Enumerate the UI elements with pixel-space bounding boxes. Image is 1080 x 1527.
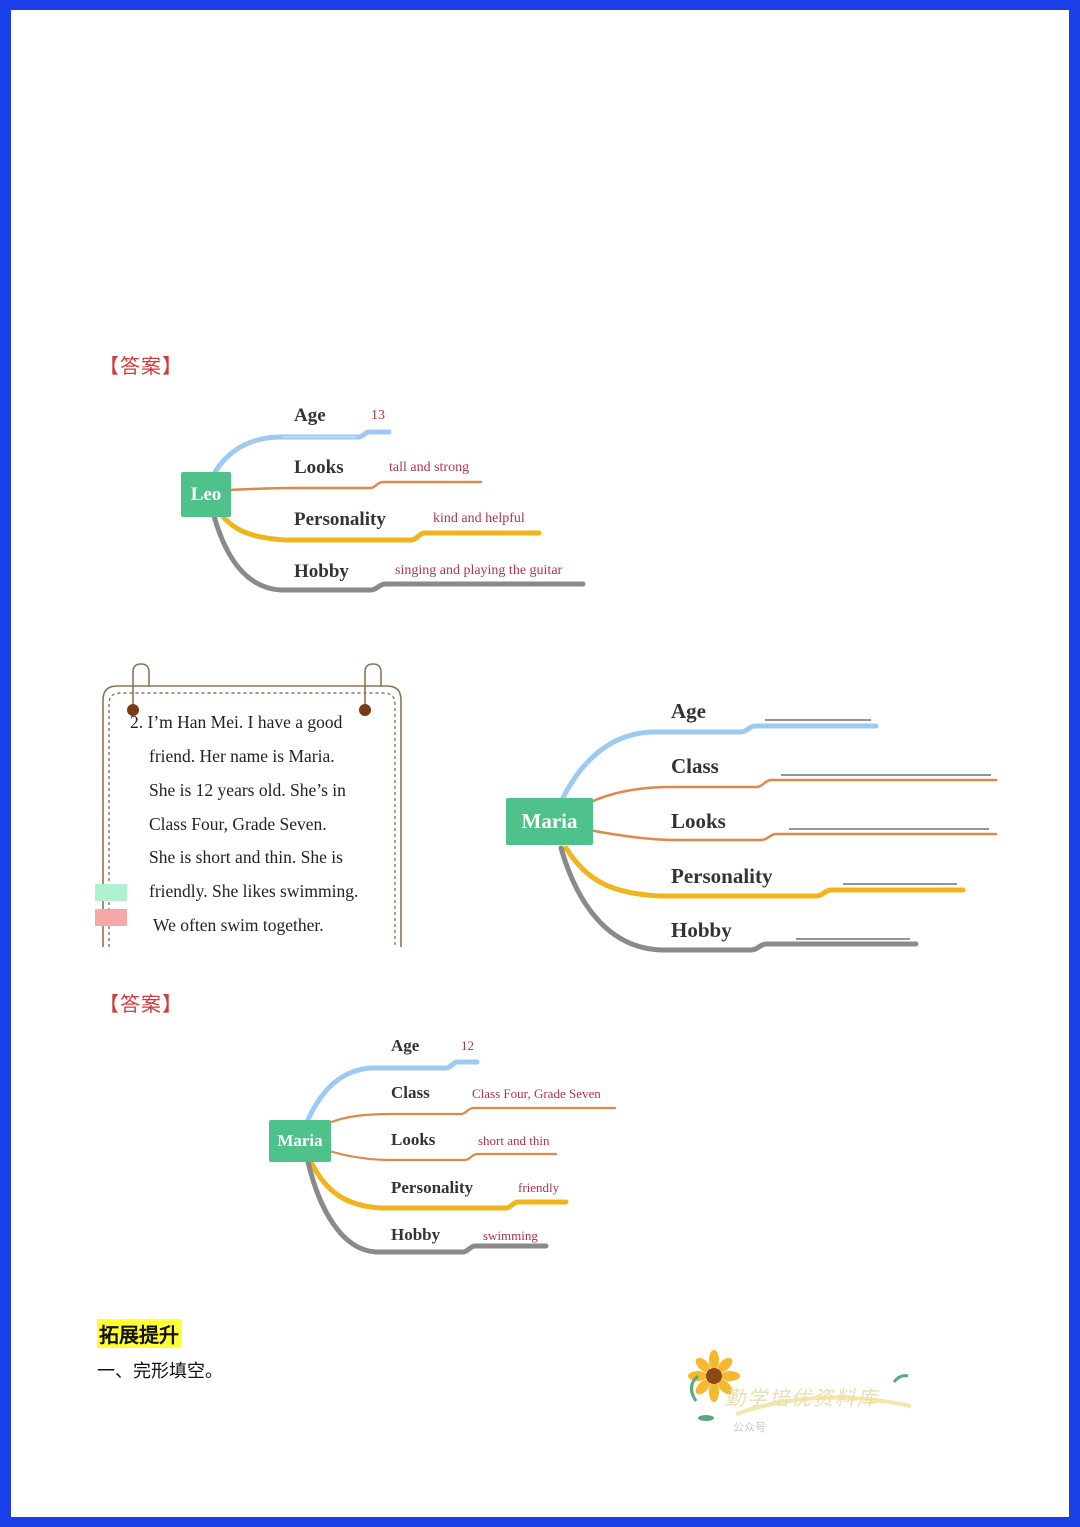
watermark-text: 勤学培优资料库 bbox=[725, 1386, 879, 1410]
leo-answer-hobby: singing and playing the guitar bbox=[395, 563, 563, 578]
leo-answer-age: 13 bbox=[371, 408, 385, 423]
answer-heading-2: 【答案】 bbox=[99, 992, 183, 1016]
maria-answer-hobby: swimming bbox=[483, 1228, 538, 1243]
leo-branch-label-hobby: Hobby bbox=[294, 561, 349, 582]
leo-answer-looks: tall and strong bbox=[389, 460, 470, 475]
leo-branch-label-personality: Personality bbox=[294, 509, 386, 530]
mindmap-leo-branches bbox=[211, 429, 586, 593]
maria-blank-label-class: Class bbox=[671, 754, 719, 778]
maria-answer-label-class: Class bbox=[391, 1083, 430, 1102]
maria-answer-age: 12 bbox=[461, 1038, 474, 1053]
branch-leo-looks bbox=[226, 480, 483, 492]
branch-leo-age bbox=[212, 429, 392, 475]
section-title: 拓展提升 bbox=[97, 1319, 181, 1348]
mindmap-maria-answer-branches bbox=[304, 1059, 617, 1255]
maria-answer-class: Class Four, Grade Seven bbox=[472, 1086, 601, 1101]
page: 【答案】 Leo Age 13 Looks tall and strong Pe… bbox=[11, 10, 1069, 1517]
maria-blank-label-hobby: Hobby bbox=[671, 918, 732, 942]
branch-leo-personality bbox=[218, 511, 542, 543]
mindmap-leo-center: Leo bbox=[181, 472, 231, 517]
sunflower-logo-icon bbox=[688, 1350, 912, 1421]
pin-left-icon bbox=[127, 704, 139, 716]
maria-answer-label-personality: Personality bbox=[391, 1178, 474, 1197]
maria-blank-label-age: Age bbox=[671, 699, 706, 723]
leo-answer-personality: kind and helpful bbox=[433, 511, 525, 526]
maria-answer-label-hobby: Hobby bbox=[391, 1225, 441, 1244]
pin-right-icon bbox=[359, 704, 371, 716]
passage-line-2: friend. Her name is Maria. bbox=[149, 746, 335, 766]
passage-line-4: Class Four, Grade Seven. bbox=[149, 814, 327, 834]
mindmap-maria-blank-center: Maria bbox=[506, 798, 593, 845]
maria-answer-personality: friendly bbox=[518, 1180, 560, 1195]
tab-green-icon bbox=[95, 884, 127, 901]
passage-line-1: 2. I’m Han Mei. I have a good bbox=[130, 712, 343, 732]
maria-blank-label-personality: Personality bbox=[671, 864, 773, 888]
passage-line-5: She is short and thin. She is bbox=[149, 847, 343, 867]
maria-answer-looks: short and thin bbox=[478, 1133, 550, 1148]
passage-line-6: friendly. She likes swimming. bbox=[149, 881, 359, 901]
mindmap-maria-answer-center: Maria bbox=[269, 1120, 331, 1162]
maria-blank-label-looks: Looks bbox=[671, 809, 726, 833]
maria-answer-label-age: Age bbox=[391, 1036, 420, 1055]
mindmap-maria-blank-branches bbox=[558, 719, 998, 953]
branch-leo-hobby bbox=[211, 513, 586, 593]
answer-heading: 【答案】 bbox=[99, 354, 183, 378]
section-subtitle: 一、完形填空。 bbox=[97, 1361, 223, 1382]
maria-answer-label-looks: Looks bbox=[391, 1130, 436, 1149]
tab-red-icon bbox=[95, 909, 127, 926]
passage-line-7: We often swim together. bbox=[153, 915, 324, 935]
leo-branch-label-looks: Looks bbox=[294, 457, 344, 478]
leo-branch-label-age: Age bbox=[294, 405, 326, 426]
passage-line-3: She is 12 years old. She’s in bbox=[149, 780, 346, 800]
passage-card-frame bbox=[95, 663, 402, 947]
watermark-sub: 公众号 bbox=[733, 1421, 766, 1434]
